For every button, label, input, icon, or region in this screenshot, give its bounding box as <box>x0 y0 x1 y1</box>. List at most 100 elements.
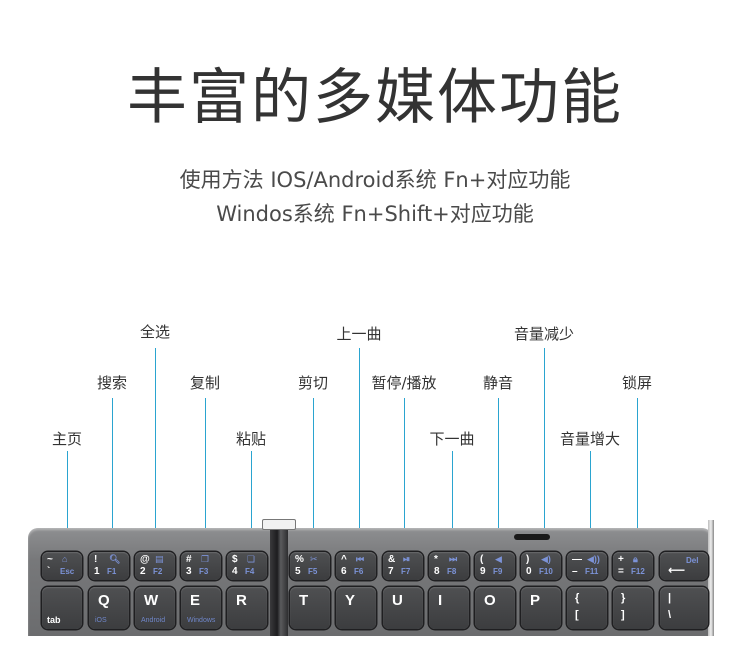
key-shift-symbol: % <box>295 554 304 565</box>
os-switch-label: Windows <box>187 617 216 624</box>
keyboard-hinge <box>270 520 288 636</box>
keyboard-edge <box>708 520 714 636</box>
key-f11[interactable]: —–◀))F11 <box>567 552 607 580</box>
key-}[interactable]: }] <box>613 587 653 629</box>
key-shift-symbol: ( <box>480 554 484 565</box>
key-esc[interactable]: ~`⌂Esc <box>42 552 82 580</box>
fn-function-icon: ▤ <box>155 554 164 564</box>
key-y[interactable]: Y <box>336 587 376 629</box>
key-tab[interactable]: tab <box>42 587 82 629</box>
fn-key-label: F8 <box>447 567 457 576</box>
callout-line <box>205 398 206 560</box>
fn-key-label: F11 <box>585 567 599 576</box>
key-p[interactable]: P <box>521 587 561 629</box>
usage-instructions-windows: Windos系统 Fn+Shift+对应功能 <box>216 202 534 226</box>
key-shift-symbol: & <box>388 554 396 565</box>
backspace-arrow-icon: ⟵ <box>668 563 686 577</box>
callout-label: 粘贴 <box>235 430 267 448</box>
key-i[interactable]: I <box>429 587 469 629</box>
callout-line <box>359 348 360 560</box>
key-base-symbol: 9 <box>480 566 486 577</box>
callout-label: 音量减少 <box>513 325 575 343</box>
callout-label: 音量增大 <box>559 430 621 448</box>
key-shift-symbol: $ <box>232 554 238 565</box>
key-{[interactable]: {[ <box>567 587 607 629</box>
key-base-symbol: 5 <box>295 566 301 577</box>
callout-line <box>251 451 252 560</box>
callout-line <box>637 398 638 560</box>
key-del[interactable]: Del⟵ <box>660 552 708 580</box>
key-letter: P <box>530 592 541 609</box>
callout-line <box>498 398 499 560</box>
key-letter: W <box>144 592 159 609</box>
key-f9[interactable]: (9◀F9 <box>475 552 515 580</box>
key-shift-symbol: ) <box>526 554 530 565</box>
key-f5[interactable]: %5✂F5 <box>290 552 330 580</box>
fn-function-icon: 🔍︎ <box>109 554 121 564</box>
key-u[interactable]: U <box>383 587 423 629</box>
key-t[interactable]: T <box>290 587 330 629</box>
key-base-symbol: [ <box>575 609 579 621</box>
key-shift-symbol: | <box>668 592 672 604</box>
callout-line <box>67 451 68 560</box>
key-shift-symbol: } <box>621 592 626 604</box>
key-base-symbol: 4 <box>232 566 238 577</box>
fn-key-label: F3 <box>199 567 209 576</box>
key-base-symbol: ] <box>621 609 625 621</box>
key-f8[interactable]: *8 ⏭ F8 <box>429 552 469 580</box>
key-f4[interactable]: $4❏F4 <box>227 552 267 580</box>
key-f2[interactable]: @2▤F2 <box>135 552 175 580</box>
key-f10[interactable]: )0◀)F10 <box>521 552 561 580</box>
del-label: Del <box>686 556 699 565</box>
key-w[interactable]: W Android <box>135 587 175 629</box>
key-shift-symbol: { <box>575 592 580 604</box>
key-letter: Q <box>98 592 110 609</box>
callout-label: 全选 <box>139 323 171 341</box>
key-letter: O <box>484 592 496 609</box>
fn-function-icon: ⏮ <box>356 554 365 564</box>
fn-function-icon: ⌂ <box>62 554 68 564</box>
fn-key-label: F10 <box>539 567 553 576</box>
key-e[interactable]: E Windows <box>181 587 221 629</box>
keyboard-slot <box>514 534 550 540</box>
key-f6[interactable]: ^6 ⏮ F6 <box>336 552 376 580</box>
fn-function-icon: 🔒︎ <box>633 554 638 564</box>
callout-label: 复制 <box>189 374 221 392</box>
callout-line <box>155 348 156 560</box>
key-o[interactable]: O <box>475 587 515 629</box>
key-f7[interactable]: &7⏯F7 <box>383 552 423 580</box>
os-switch-label: Android <box>141 617 166 624</box>
key-f12[interactable]: += 🔒︎ F12 <box>613 552 653 580</box>
key-base-symbol: 6 <box>341 566 347 577</box>
key-base-symbol: 8 <box>434 566 440 577</box>
fn-key-label: Esc <box>60 567 75 576</box>
key-letter: U <box>392 592 403 609</box>
key-shift-symbol: * <box>434 554 438 565</box>
callout-label: 搜索 <box>96 374 128 392</box>
fn-key-label: F5 <box>308 567 318 576</box>
callout-line <box>313 398 314 560</box>
fn-key-label: F6 <box>354 567 364 576</box>
fn-key-label: F2 <box>153 567 163 576</box>
key-base-symbol: 3 <box>186 566 192 577</box>
key-shift-symbol: ^ <box>341 554 347 565</box>
key-f1[interactable]: !1🔍︎F1 <box>89 552 129 580</box>
key-base-symbol: = <box>618 566 624 577</box>
key-letter: T <box>299 592 309 609</box>
callout-label: 下一曲 <box>429 430 475 448</box>
fn-function-icon: ⏭ <box>449 554 458 564</box>
fn-key-label: F12 <box>631 567 645 576</box>
callout-line <box>404 398 405 560</box>
key-r[interactable]: R <box>227 587 267 629</box>
key-f3[interactable]: #3❐F3 <box>181 552 221 580</box>
fn-key-label: F1 <box>107 567 117 576</box>
fn-function-icon: ◀) <box>541 554 551 564</box>
key-base-symbol: – <box>572 566 578 577</box>
key-letter: E <box>190 592 201 609</box>
callout-label: 主页 <box>51 430 83 448</box>
key-|[interactable]: |\ <box>660 587 708 629</box>
callout-line <box>452 451 453 560</box>
key-shift-symbol: + <box>618 554 624 565</box>
key-shift-symbol: ~ <box>47 554 53 565</box>
